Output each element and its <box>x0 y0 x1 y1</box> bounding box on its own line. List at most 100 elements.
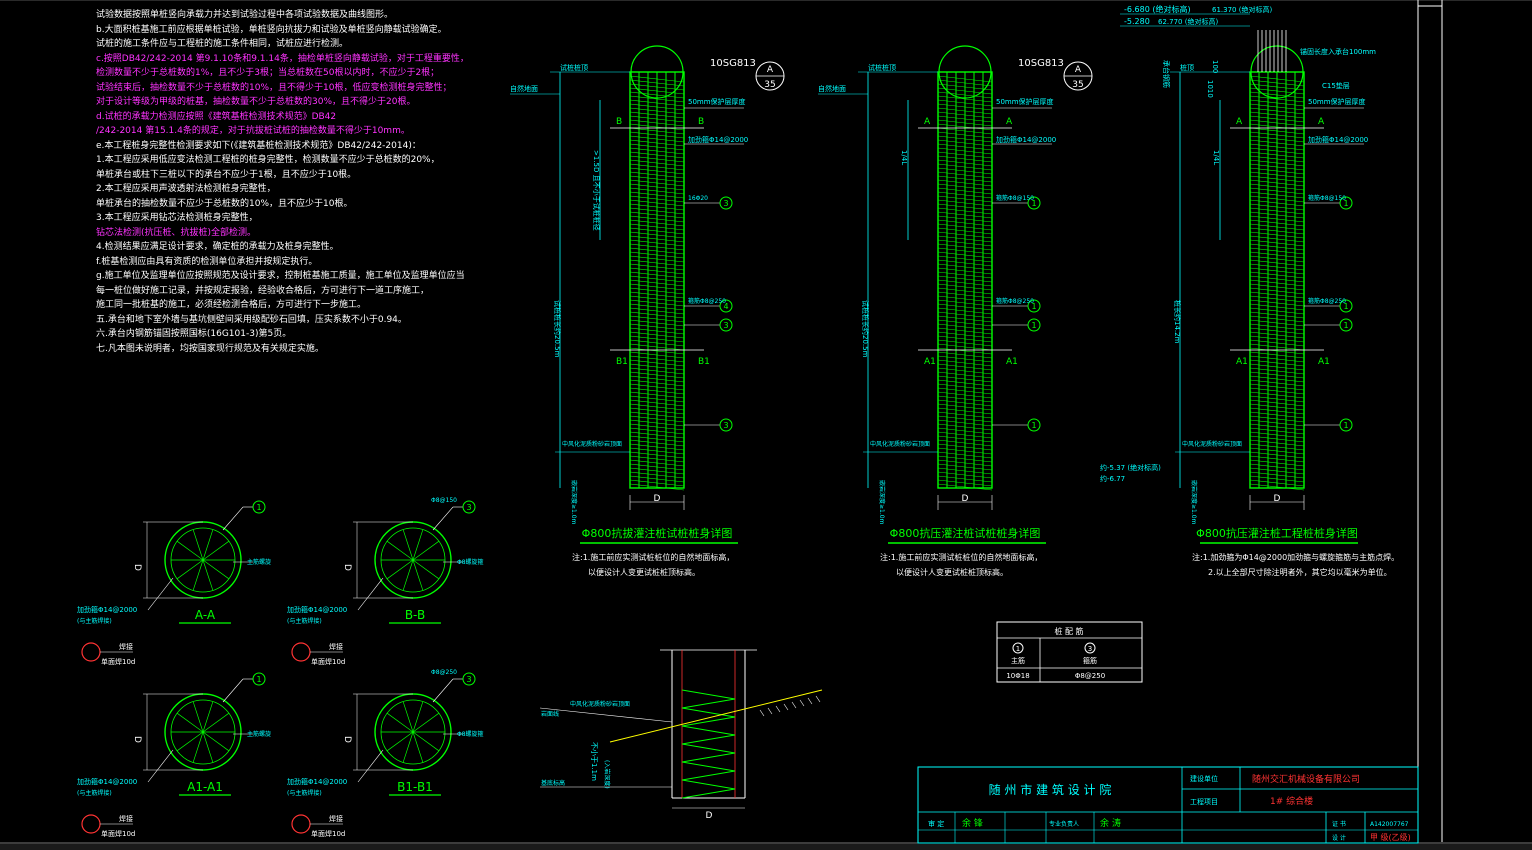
detail-spiral <box>681 761 736 772</box>
spiral-stirrup <box>629 339 685 347</box>
section-mark-top: Φ8@150 <box>431 497 457 504</box>
spiral-stirrup <box>1249 335 1305 343</box>
pile-length-label: 试桩桩长约20.5m <box>553 300 562 358</box>
elev-1b: 61.370 (绝对标高) <box>1212 5 1272 14</box>
section-rebar-spoke <box>202 529 214 561</box>
section-balloon-circle <box>252 500 266 514</box>
dim-d-label: D <box>342 736 352 743</box>
section-rebar-spoke <box>192 559 204 591</box>
pile-detail-title: Φ800抗拔灌注桩试桩桩身详图 <box>582 526 733 540</box>
tb-frame <box>917 766 1419 844</box>
ground-label: 自然地面 <box>818 84 846 93</box>
spiral-stirrup <box>1249 459 1305 467</box>
note-line: b.大面积桩基施工前应根据单桩试验，单桩竖向抗拔力和试验及单桩竖向静载试验确定。 <box>96 24 447 35</box>
rebar4-label: 箍筋Φ8@250 <box>1308 297 1346 305</box>
spiral-stirrup <box>629 155 685 163</box>
tb-field-1: 建设单位 <box>1190 774 1218 783</box>
spiral-stirrup <box>629 415 685 423</box>
rebar-balloon-label: 1 <box>1343 302 1348 311</box>
spiral-stirrup <box>629 87 685 95</box>
spiral-stirrup <box>629 127 685 135</box>
section-rebar-spoke <box>386 540 414 561</box>
spiral-stirrup <box>629 303 685 311</box>
leader-mark <box>432 506 454 531</box>
spiral-stirrup <box>1249 175 1305 183</box>
spiral-stirrup <box>937 131 993 139</box>
spiral-stirrup <box>629 103 685 111</box>
spiral-stirrup <box>1249 119 1305 127</box>
bottom-dim-label: D <box>962 494 969 504</box>
note-line: 七.凡本图未说明者，均按国家现行规范及有关规定实施。 <box>96 343 324 354</box>
section-label-right: 主筋螺旋 <box>247 730 271 738</box>
spiral-stirrup <box>1249 159 1305 167</box>
weld-label: 焊接 <box>329 642 343 651</box>
cap-rebar-label: 承台钢筋 <box>1162 60 1171 88</box>
spiral-stirrup <box>629 307 685 315</box>
rock-hatch <box>807 697 813 705</box>
spiral-stirrup <box>629 235 685 243</box>
weld-symbol <box>81 642 101 662</box>
note-line: 单桩承台的抽检数量不应少于总桩数的10%，且不应少于10根。 <box>96 198 353 209</box>
standard-ref-code: 10SG813 <box>710 58 756 69</box>
spiral-stirrup <box>1249 91 1305 99</box>
spiral-stirrup <box>629 419 685 427</box>
spiral-stirrup <box>629 79 685 87</box>
spiral-stirrup <box>1249 387 1305 395</box>
upper-section-mark-right: A <box>1006 117 1013 127</box>
spiral-stirrup <box>629 443 685 451</box>
note-line: 检测数量不少于总桩数的1%，且不少于3根；当总桩数在50根以内时，不应少于2根； <box>96 68 440 78</box>
rebar-balloon-circle <box>1339 318 1353 332</box>
spiral-stirrup <box>937 431 993 439</box>
spiral-stirrup <box>629 147 685 155</box>
tb-value-2: 1# 综合楼 <box>1270 795 1313 807</box>
rebar4-label: 箍筋Φ8@250 <box>996 297 1034 305</box>
weld-spec: 单面焊10d <box>311 657 345 666</box>
spiral-stirrup <box>1249 363 1305 371</box>
spiral-stirrup <box>937 419 993 427</box>
upper-section-mark-left: A <box>1236 117 1243 127</box>
spiral-stirrup <box>629 471 685 479</box>
spiral-stirrup <box>937 215 993 223</box>
spiral-stirrup <box>629 195 685 203</box>
embed-length-label: 1/4L <box>900 150 908 165</box>
spiral-stirrup <box>937 203 993 211</box>
spiral-stirrup <box>629 335 685 343</box>
spiral-stirrup <box>937 415 993 423</box>
spiral-stirrup <box>629 187 685 195</box>
tb-row-a-val: 余 锋 <box>962 817 983 829</box>
spiral-stirrup <box>629 463 685 471</box>
rock-hatch <box>815 695 821 703</box>
section-label-right: 主筋螺旋 <box>247 558 271 566</box>
detail-label-4: 不小于1.1m <box>590 742 599 781</box>
spiral-stirrup <box>1249 243 1305 251</box>
spiral-stirrup <box>1249 275 1305 283</box>
spiral-stirrup <box>629 119 685 127</box>
spiral-stirrup <box>629 359 685 367</box>
table-frame <box>996 621 1143 683</box>
spiral-stirrup <box>1249 131 1305 139</box>
rebar-balloon-circle <box>1027 318 1041 332</box>
section-label-left-2: (与主筋焊接) <box>77 789 112 797</box>
ref-balloon-top: A <box>767 65 774 75</box>
spiral-stirrup <box>629 399 685 407</box>
note-line: 3.本工程应采用钻芯法检测桩身完整性， <box>96 213 258 223</box>
spiral-stirrup <box>937 391 993 399</box>
spiral-stirrup <box>1249 99 1305 107</box>
tb-row-b: 专业负责人 <box>1049 820 1079 828</box>
note-line: 对于设计等级为甲级的桩基，抽检数量不少于总桩数的30%，且不得少于20根。 <box>96 97 416 107</box>
leader-mark <box>222 678 244 703</box>
section-rebar-spoke <box>176 559 204 580</box>
note-line: 4.检测结果应满足设计要求，确定桩的承载力及桩身完整性。 <box>96 242 339 252</box>
section-rebar-spoke <box>402 559 414 591</box>
section-rebar-spoke <box>202 540 230 561</box>
rebar-balloon-circle <box>719 196 733 210</box>
lower-section-mark-left: A1 <box>924 357 936 367</box>
note-line: 施工同一批桩基的施工，必须经检测合格后，方可进行下一步施工。 <box>96 300 367 310</box>
embed-length-label: >1.5D 且不小于试桩桩径 <box>592 150 601 231</box>
spiral-stirrup <box>1249 295 1305 303</box>
spiral-stirrup <box>629 355 685 363</box>
section-rebar-spoke <box>202 712 230 733</box>
